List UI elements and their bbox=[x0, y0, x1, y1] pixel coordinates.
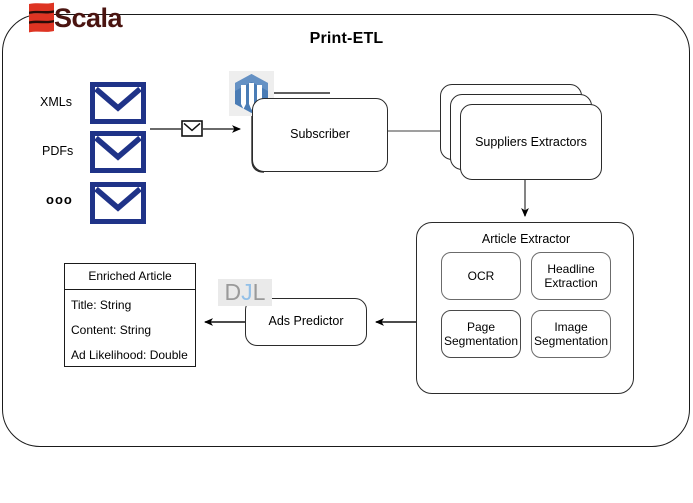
node-ocr-label: OCR bbox=[467, 268, 495, 283]
node-page-segmentation-label: Page Segmentation bbox=[443, 319, 519, 348]
envelope-icon bbox=[90, 131, 146, 173]
node-image-segmentation[interactable]: Image Segmentation bbox=[531, 310, 611, 358]
enriched-article-fields: Title: String Content: String Ad Likelih… bbox=[65, 290, 195, 368]
scala-wordmark: Scala bbox=[54, 3, 123, 33]
envelope-icon bbox=[181, 120, 203, 137]
scala-logo: Scala bbox=[28, 1, 128, 37]
page-title: Print-ETL bbox=[309, 30, 384, 47]
node-suppliers-extractors[interactable]: Suppliers Extractors bbox=[440, 84, 602, 180]
node-headline-extraction[interactable]: Headline Extraction bbox=[531, 252, 611, 300]
djl-letter-d: D bbox=[224, 279, 242, 305]
scala-mark-icon bbox=[28, 2, 55, 36]
djl-letter-j: J bbox=[241, 279, 253, 305]
enriched-article-field-ad-likelihood: Ad Likelihood: Double bbox=[71, 348, 188, 362]
node-headline-extraction-label: Headline Extraction bbox=[544, 261, 598, 290]
enriched-article-title: Enriched Article bbox=[65, 264, 195, 290]
enriched-article-field-title: Title: String bbox=[71, 298, 132, 312]
node-subscriber[interactable]: Subscriber bbox=[252, 98, 388, 172]
node-image-segmentation-label: Image Segmentation bbox=[533, 319, 609, 348]
node-suppliers-extractors-label: Suppliers Extractors bbox=[475, 135, 587, 149]
group-article-extractor-label: Article Extractor bbox=[481, 232, 571, 246]
node-ocr[interactable]: OCR bbox=[441, 252, 521, 300]
envelope-icon bbox=[90, 82, 146, 124]
djl-letter-l: L bbox=[252, 279, 266, 305]
source-label-xmls: XMLs bbox=[40, 95, 72, 109]
node-ads-predictor-label: Ads Predictor bbox=[268, 314, 344, 329]
stack-sheet-front[interactable]: Suppliers Extractors bbox=[460, 104, 602, 180]
source-label-more: ooo bbox=[46, 192, 73, 207]
envelope-icon bbox=[90, 182, 146, 224]
djl-icon: DJL bbox=[218, 279, 272, 306]
node-ads-predictor[interactable]: Ads Predictor bbox=[245, 298, 367, 346]
enriched-article-field-content: Content: String bbox=[71, 323, 152, 337]
enriched-article-class-box[interactable]: Enriched Article Title: String Content: … bbox=[64, 263, 196, 367]
node-subscriber-label: Subscriber bbox=[290, 127, 350, 142]
node-page-segmentation[interactable]: Page Segmentation bbox=[441, 310, 521, 358]
group-article-extractor[interactable]: Article Extractor OCR Headline Extractio… bbox=[416, 222, 634, 394]
print-etl-container bbox=[2, 14, 690, 447]
source-label-pdfs: PDFs bbox=[42, 144, 74, 158]
